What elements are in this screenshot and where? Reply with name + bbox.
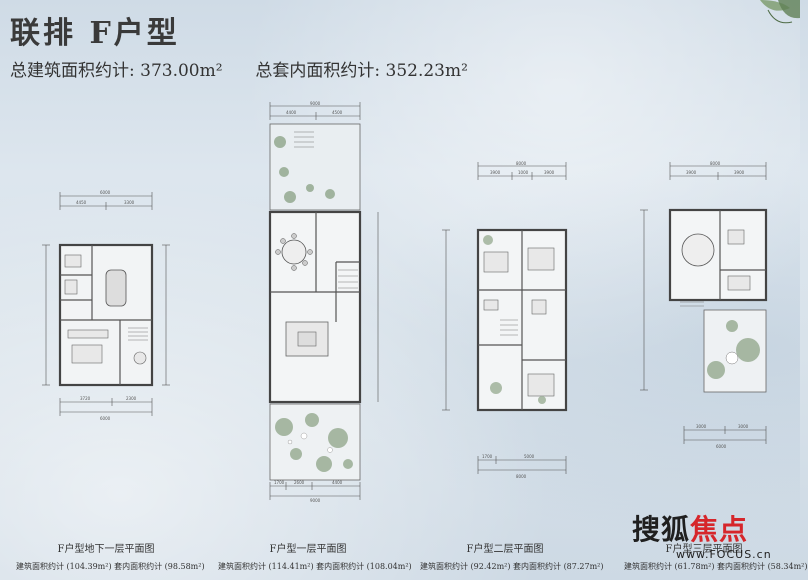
dim-top-part: 3900 (686, 170, 697, 175)
logo-text-part1: 搜狐 (632, 513, 691, 546)
dim-top-total: 9000 (310, 101, 321, 106)
plan-title: F户型一层平面图 (269, 544, 347, 555)
dim-bottom-part: 3000 (738, 424, 749, 429)
dim-bottom-total: 6000 (716, 444, 727, 449)
plan-area: 建筑面积约计 (61.78m²) 套内面积约计 (58.34m²) (624, 562, 808, 571)
total-inner-area: 总套内面积约计: 352.23m² (255, 61, 468, 81)
bed-icon (527, 247, 555, 271)
caption-basement: F户型地下一层平面图 建筑面积约计 (104.39m²) 套内面积约计 (98.… (16, 540, 205, 572)
focus-logo: 搜狐焦点 www.FOCUS.cn (632, 508, 792, 578)
floorplan-second-floor: 8000 3900 1000 3900 1700 5000 8000 (432, 160, 572, 494)
dim-top-total: 8000 (516, 161, 527, 166)
dim-top-part: 3300 (124, 200, 135, 205)
floorplan-basement-drawing: 6000 4450 3300 3720 2300 6000 (42, 190, 170, 421)
area-summary: 总建筑面积约计: 373.00m² 总套内面积约计: 352.23m² (10, 56, 468, 81)
dim-bottom-total: 9000 (310, 498, 321, 503)
leaf-decoration (760, 0, 800, 24)
dim-bottom-part: 2300 (126, 396, 137, 401)
plan-title: F户型二层平面图 (466, 544, 544, 555)
logo-url: www.FOCUS.cn (676, 548, 772, 561)
dim-top-part: 3900 (544, 170, 555, 175)
page-title: 联排 F户型 (10, 16, 180, 51)
plan-title: F户型三层平面图 (665, 544, 743, 555)
dim-bottom-part: 1700 (274, 480, 285, 485)
dim-top-part: 3900 (490, 170, 501, 175)
bed-icon (483, 251, 509, 273)
dim-bottom-part: 3720 (80, 396, 91, 401)
dim-bottom-part: 3000 (696, 424, 707, 429)
bed-icon (527, 373, 555, 397)
plan-area: 建筑面积约计 (104.39m²) 套内面积约计 (98.58m²) (16, 562, 205, 571)
dim-bottom-part: 2600 (294, 480, 305, 485)
caption-second-floor: F户型二层平面图 建筑面积约计 (92.42m²) 套内面积约计 (87.27m… (420, 540, 604, 572)
dim-top-total: 8000 (710, 161, 721, 166)
car-icon (105, 269, 127, 307)
dim-top-total: 6000 (100, 190, 111, 195)
total-gross-area: 总建筑面积约计: 373.00m² (10, 61, 223, 81)
dim-bottom-part: 4400 (332, 480, 343, 485)
dim-bottom-total: 8000 (516, 474, 527, 479)
floorplan-first-floor: 9000 4400 4500 1700 2600 4400 9000 (250, 101, 390, 526)
dim-top-part: 4450 (76, 200, 87, 205)
dim-top-part: 4500 (332, 110, 343, 115)
plan-area: 建筑面积约计 (92.42m²) 套内面积约计 (87.27m²) (420, 562, 604, 571)
plan-title: F户型地下一层平面图 (57, 544, 155, 555)
floorplan-second-floor-drawing: 8000 3900 1000 3900 1700 5000 8000 (442, 161, 568, 479)
logo-text-part2: 焦点 (690, 513, 749, 546)
dim-bottom-total: 6000 (100, 416, 111, 421)
dining-table-icon (281, 239, 307, 265)
round-bed-icon (681, 233, 715, 267)
plan-area: 建筑面积约计 (114.41m²) 套内面积约计 (108.04m²) (218, 562, 412, 571)
dim-top-part: 1000 (518, 170, 529, 175)
floorplan-basement: 6000 4450 3300 3720 2300 6000 (40, 180, 170, 444)
caption-first-floor: F户型一层平面图 建筑面积约计 (114.41m²) 套内面积约计 (108.0… (218, 540, 412, 572)
dim-top-part: 3900 (734, 170, 745, 175)
floorplan-first-floor-drawing: 9000 4400 4500 1700 2600 4400 9000 (268, 101, 379, 503)
dim-bottom-part: 1700 (482, 454, 493, 459)
floorplan-third-floor: 8000 3900 3900 3000 3000 6000 (620, 160, 790, 464)
floorplan-third-floor-drawing: 8000 3900 3900 3000 3000 6000 (640, 161, 768, 449)
logo-text: 搜狐焦点 (632, 508, 748, 548)
dim-top-part: 4400 (286, 110, 297, 115)
caption-third-floor: F户型三层平面图 建筑面积约计 (61.78m²) 套内面积约计 (58.34m… (624, 540, 808, 572)
dim-bottom-part: 5000 (524, 454, 535, 459)
